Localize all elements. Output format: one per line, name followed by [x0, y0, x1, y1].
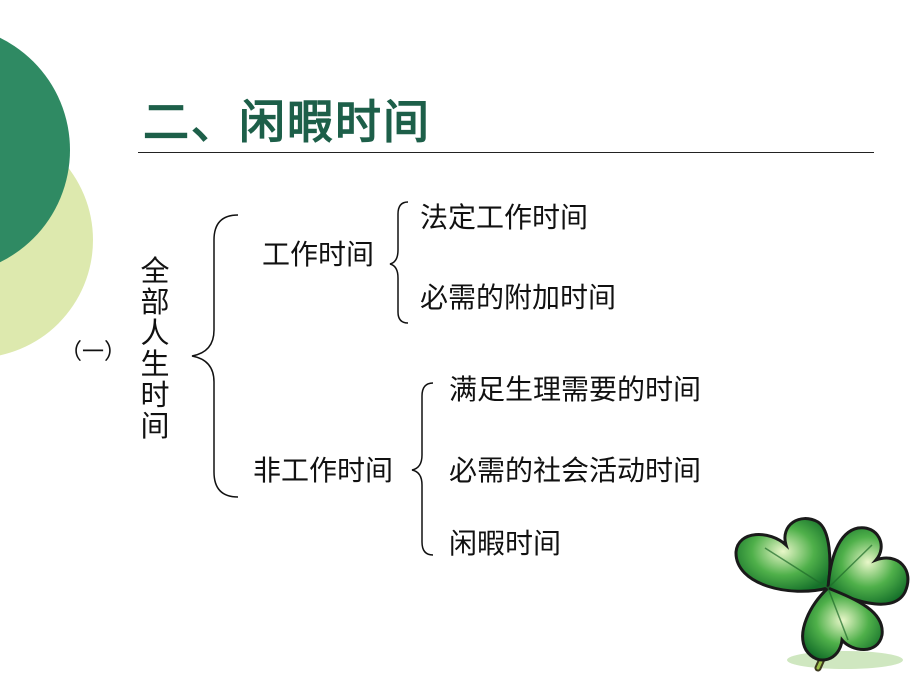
slide-title: 二、闲暇时间	[143, 95, 431, 149]
main-brace	[191, 214, 239, 498]
leaf-statutory-work-time: 法定工作时间	[420, 201, 589, 234]
nonwork-time-brace	[411, 382, 434, 556]
title-divider	[138, 152, 874, 153]
dark-green-circle	[0, 37, 70, 263]
branch-work-time: 工作时间	[262, 238, 375, 271]
leaf-social-activity-time: 必需的社会活动时间	[449, 454, 702, 487]
leaf-required-additional-time: 必需的附加时间	[420, 281, 617, 314]
leaf-physiological-needs-time: 满足生理需要的时间	[449, 373, 702, 406]
work-time-brace	[389, 201, 409, 324]
root-label-vertical: 全 部 人 生 时 间	[140, 254, 170, 443]
leaf-leisure-time: 闲暇时间	[449, 527, 562, 560]
section-label: （一）	[60, 340, 127, 365]
branch-non-work-time: 非工作时间	[253, 454, 394, 487]
